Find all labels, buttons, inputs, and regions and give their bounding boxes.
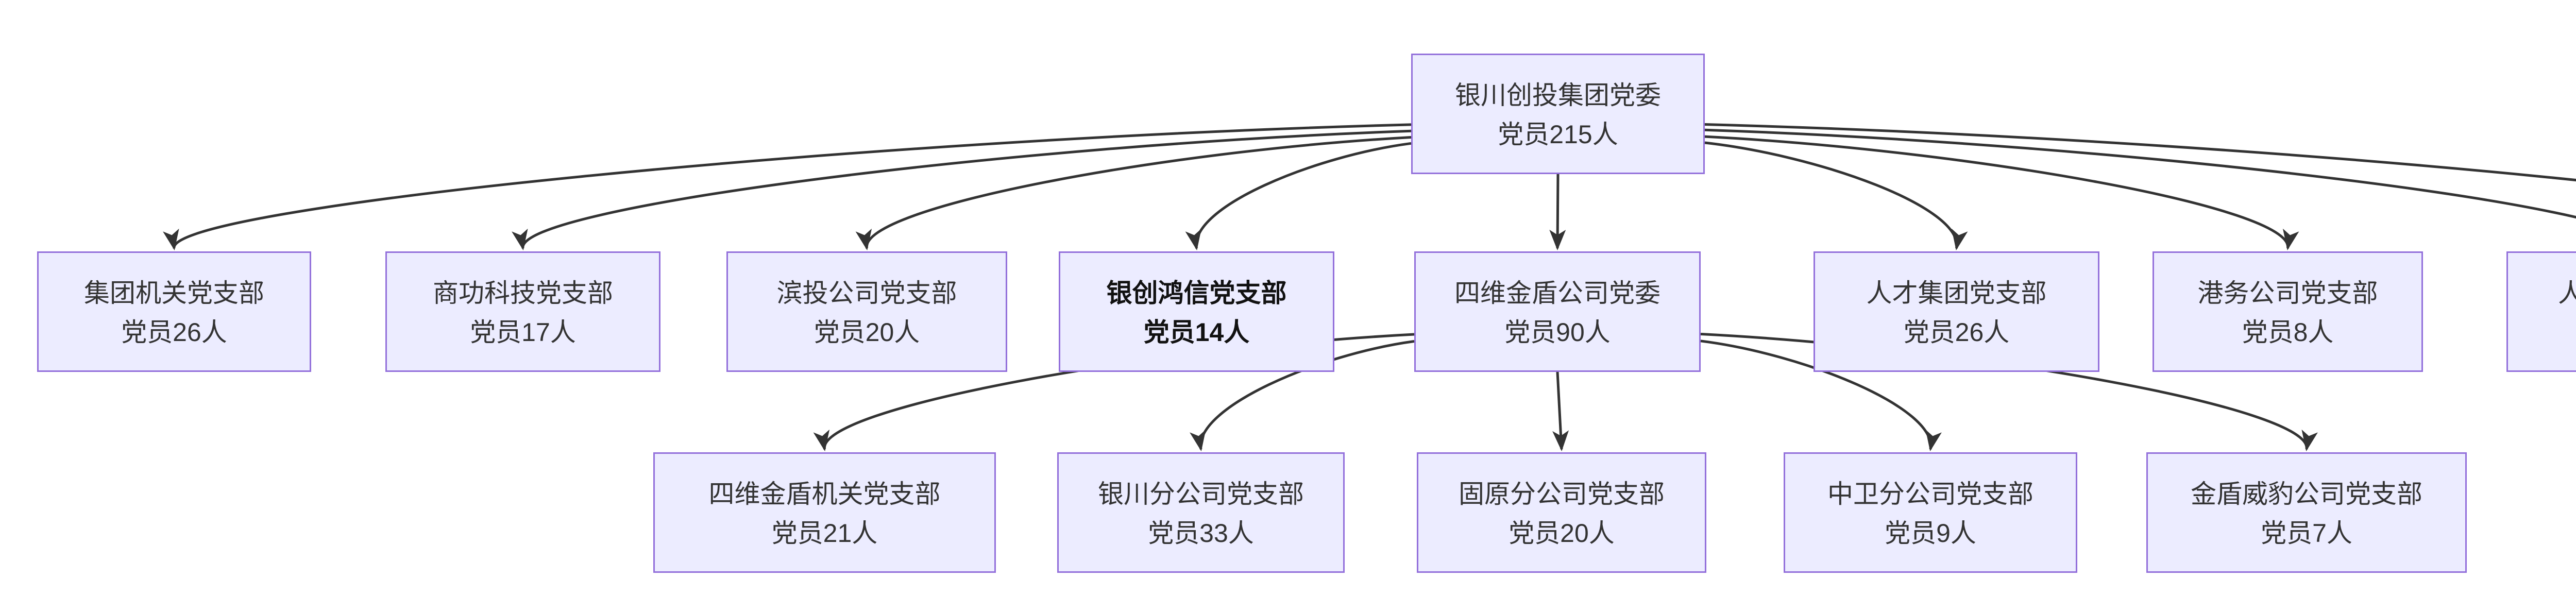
org-unit-name: 银创鸿信党支部 bbox=[1106, 279, 1287, 308]
org-node-b7: 港务公司党支部党员8人 bbox=[2153, 251, 2423, 372]
org-node-b8: 人资公司党支部党员5人 bbox=[2506, 251, 2576, 372]
member-count: 党员26人 bbox=[121, 318, 227, 347]
org-node-c4: 中卫分公司党支部党员9人 bbox=[1784, 452, 2077, 573]
org-unit-name: 银川创投集团党委 bbox=[1455, 81, 1661, 110]
edge-root-b6 bbox=[1704, 141, 1968, 250]
org-unit-name: 四维金盾公司党委 bbox=[1454, 279, 1660, 308]
member-count: 党员21人 bbox=[771, 519, 878, 548]
org-node-b1: 集团机关党支部党员26人 bbox=[37, 251, 311, 372]
org-node-c3: 固原分公司党支部党员20人 bbox=[1417, 452, 1706, 573]
member-count: 党员8人 bbox=[2242, 318, 2334, 347]
org-unit-name: 人才集团党支部 bbox=[1866, 279, 2047, 308]
member-count: 党员7人 bbox=[2261, 519, 2352, 548]
member-count: 党员20人 bbox=[1509, 519, 1615, 548]
member-count: 党员17人 bbox=[470, 318, 576, 347]
org-node-b4: 银创鸿信党支部党员14人 bbox=[1059, 251, 1334, 372]
org-unit-name: 固原分公司党支部 bbox=[1459, 480, 1665, 508]
edge-root-b5 bbox=[1549, 174, 1566, 250]
edge-b5-c3 bbox=[1552, 371, 1569, 451]
edge-root-b2 bbox=[512, 129, 1412, 250]
member-count: 党员215人 bbox=[1498, 120, 1618, 149]
org-node-c5: 金盾威豹公司党支部党员7人 bbox=[2146, 452, 2467, 573]
edge-root-b8 bbox=[1704, 128, 2576, 219]
edge-b5-c2 bbox=[1190, 339, 1415, 451]
edge-root-b4 bbox=[1185, 142, 1412, 250]
member-count: 党员33人 bbox=[1148, 519, 1254, 548]
org-unit-name: 中卫分公司党支部 bbox=[1827, 480, 2033, 508]
member-count: 党员90人 bbox=[1504, 318, 1611, 347]
member-count: 党员14人 bbox=[1143, 318, 1250, 347]
org-node-b6: 人才集团党支部党员26人 bbox=[1814, 251, 2099, 372]
org-node-root: 银川创投集团党委党员215人 bbox=[1411, 54, 1705, 174]
org-node-b3: 滨投公司党支部党员20人 bbox=[726, 251, 1007, 372]
org-unit-name: 银川分公司党支部 bbox=[1098, 480, 1304, 508]
org-unit-name: 四维金盾机关党支部 bbox=[708, 480, 941, 508]
edge-root-b7 bbox=[1704, 135, 2299, 250]
org-node-b2: 商功科技党支部党员17人 bbox=[385, 251, 660, 372]
org-unit-name: 人资公司党支部 bbox=[2558, 279, 2576, 308]
org-node-c1: 四维金盾机关党支部党员21人 bbox=[653, 452, 996, 573]
org-unit-name: 金盾威豹公司党支部 bbox=[2191, 480, 2422, 508]
org-node-b5: 四维金盾公司党委党员90人 bbox=[1414, 251, 1701, 372]
org-unit-name: 滨投公司党支部 bbox=[776, 279, 957, 308]
member-count: 党员20人 bbox=[814, 318, 920, 347]
edge-root-b1 bbox=[163, 123, 1412, 250]
org-unit-name: 集团机关党支部 bbox=[84, 279, 264, 308]
member-count: 党员9人 bbox=[1885, 519, 1976, 548]
edge-b5-c4 bbox=[1700, 339, 1942, 451]
edge-root-b3 bbox=[855, 136, 1412, 250]
org-unit-name: 商功科技党支部 bbox=[433, 279, 613, 308]
org-node-c2: 银川分公司党支部党员33人 bbox=[1057, 452, 1345, 573]
edge-root-b9 bbox=[1704, 123, 2576, 182]
org-unit-name: 港务公司党支部 bbox=[2197, 279, 2378, 308]
member-count: 党员26人 bbox=[1903, 318, 2010, 347]
